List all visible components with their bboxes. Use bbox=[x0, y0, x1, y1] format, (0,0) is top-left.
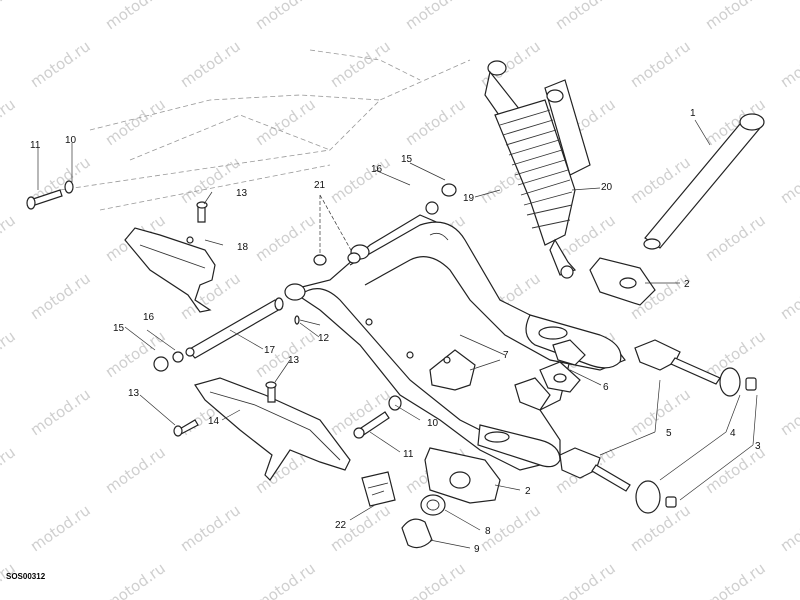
brake-bracket bbox=[429, 349, 476, 391]
watermark-text: motod.ru bbox=[102, 0, 169, 33]
callout-10-lower: 10 bbox=[427, 418, 439, 429]
watermark-text: motod.ru bbox=[777, 153, 800, 207]
callout-13-a: 13 bbox=[236, 188, 248, 199]
watermark-text: motod.ru bbox=[0, 0, 19, 33]
callout-11-lower: 11 bbox=[403, 449, 414, 460]
callout-5: 5 bbox=[666, 428, 672, 439]
bolt-13-c bbox=[173, 419, 199, 437]
watermark-text: motod.ru bbox=[702, 211, 769, 265]
watermark-text: motod.ru bbox=[702, 0, 769, 33]
watermark-text: motod.ru bbox=[177, 501, 244, 555]
watermark-text: motod.ru bbox=[777, 385, 800, 439]
watermark-text: motod.ru bbox=[252, 559, 319, 600]
watermark-text: motod.ru bbox=[402, 95, 469, 149]
watermark-text: motod.ru bbox=[102, 559, 169, 600]
watermark-text: motod.ru bbox=[252, 327, 319, 381]
watermark-text: motod.ru bbox=[777, 269, 800, 323]
watermark-text: motod.ru bbox=[627, 37, 694, 91]
callout-10-upper: 10 bbox=[65, 135, 77, 146]
callout-8: 8 bbox=[485, 526, 491, 537]
callout-15-lower: 15 bbox=[113, 323, 125, 334]
watermark-text: motod.ru bbox=[177, 153, 244, 207]
callout-7: 7 bbox=[503, 350, 509, 361]
slider-pad-lower bbox=[424, 447, 501, 504]
callout-9: 9 bbox=[474, 544, 480, 555]
callouts: 1 2 2 3 4 5 6 7 8 9 10 10 11 11 12 13 13… bbox=[30, 108, 761, 555]
watermark-text: motod.ru bbox=[402, 559, 469, 600]
axle-washer-upper bbox=[719, 367, 757, 397]
frame-outline bbox=[59, 49, 471, 211]
watermark-text: motod.ru bbox=[177, 37, 244, 91]
watermark-text: motod.ru bbox=[552, 0, 619, 33]
spacer-8 bbox=[420, 494, 446, 516]
axle-rod bbox=[187, 297, 284, 359]
watermark-text: motod.ru bbox=[252, 95, 319, 149]
callout-1: 1 bbox=[690, 108, 696, 119]
callout-3: 3 bbox=[755, 441, 761, 452]
pivot-bushings bbox=[153, 183, 457, 372]
callout-16-lower: 16 bbox=[143, 312, 155, 323]
watermark-text: motod.ru bbox=[0, 95, 19, 149]
watermark-text: motod.ru bbox=[252, 211, 319, 265]
pivot-shaft bbox=[643, 113, 765, 250]
slider-pad-upper bbox=[589, 257, 656, 306]
swingarm bbox=[284, 214, 626, 471]
watermark-text: motod.ru bbox=[552, 559, 619, 600]
callout-18: 18 bbox=[237, 242, 249, 253]
pin-12 bbox=[294, 315, 300, 325]
chain-guard bbox=[124, 227, 216, 313]
callout-22: 22 bbox=[335, 520, 347, 531]
callout-14: 14 bbox=[208, 416, 220, 427]
watermark-text: motod.ru bbox=[777, 501, 800, 555]
drawing-code: SOS00312 bbox=[6, 572, 46, 581]
watermark-text: motod.ru bbox=[402, 0, 469, 33]
callout-13-b: 13 bbox=[288, 355, 300, 366]
watermark-text: motod.ru bbox=[777, 37, 800, 91]
axle-washer-lower bbox=[635, 480, 677, 514]
watermark-text: motod.ru bbox=[327, 37, 394, 91]
watermark-text: motod.ru bbox=[102, 443, 169, 497]
watermark-text: motod.ru bbox=[0, 443, 19, 497]
callout-11-upper: 11 bbox=[30, 140, 41, 151]
callout-17: 17 bbox=[264, 345, 276, 356]
axle-block-7 bbox=[514, 339, 586, 411]
callout-21: 21 bbox=[314, 180, 326, 191]
chain-guide bbox=[194, 377, 351, 481]
chain-adjuster-upper bbox=[634, 339, 721, 385]
watermark-text: motod.ru bbox=[252, 0, 319, 33]
callout-13-c: 13 bbox=[128, 388, 140, 399]
watermark-text: motod.ru bbox=[627, 501, 694, 555]
bolt-11-upper bbox=[26, 180, 74, 210]
decal-plate bbox=[361, 471, 396, 507]
callout-2-lower: 2 bbox=[525, 486, 531, 497]
watermark-text: motod.ru bbox=[627, 385, 694, 439]
spacer-9 bbox=[401, 518, 433, 549]
callout-20: 20 bbox=[601, 182, 613, 193]
watermark-text: motod.ru bbox=[27, 385, 94, 439]
callout-19: 19 bbox=[463, 193, 475, 204]
axle-block-6 bbox=[539, 361, 581, 393]
watermark-text: motod.ru bbox=[327, 153, 394, 207]
callout-6: 6 bbox=[603, 382, 609, 393]
bolt-13-b bbox=[265, 381, 277, 403]
watermark-text: motod.ru bbox=[0, 327, 19, 381]
watermark-text: motod.ru bbox=[0, 211, 19, 265]
watermark-text: motod.ru bbox=[27, 269, 94, 323]
chain-adjuster-lower bbox=[559, 447, 631, 492]
watermark-text: motod.ru bbox=[102, 95, 169, 149]
watermark-text: motod.ru bbox=[27, 501, 94, 555]
callout-2-upper: 2 bbox=[684, 279, 690, 290]
callout-15-upper: 15 bbox=[401, 154, 413, 165]
bolt-13-a bbox=[196, 201, 208, 223]
watermark-text: motod.ru bbox=[27, 37, 94, 91]
callout-16-upper: 16 bbox=[371, 164, 383, 175]
callout-12: 12 bbox=[318, 333, 330, 344]
watermark-text: motod.ru bbox=[702, 559, 769, 600]
shock-absorber bbox=[484, 60, 591, 279]
callout-4: 4 bbox=[730, 428, 736, 439]
leader-lines bbox=[37, 119, 758, 549]
